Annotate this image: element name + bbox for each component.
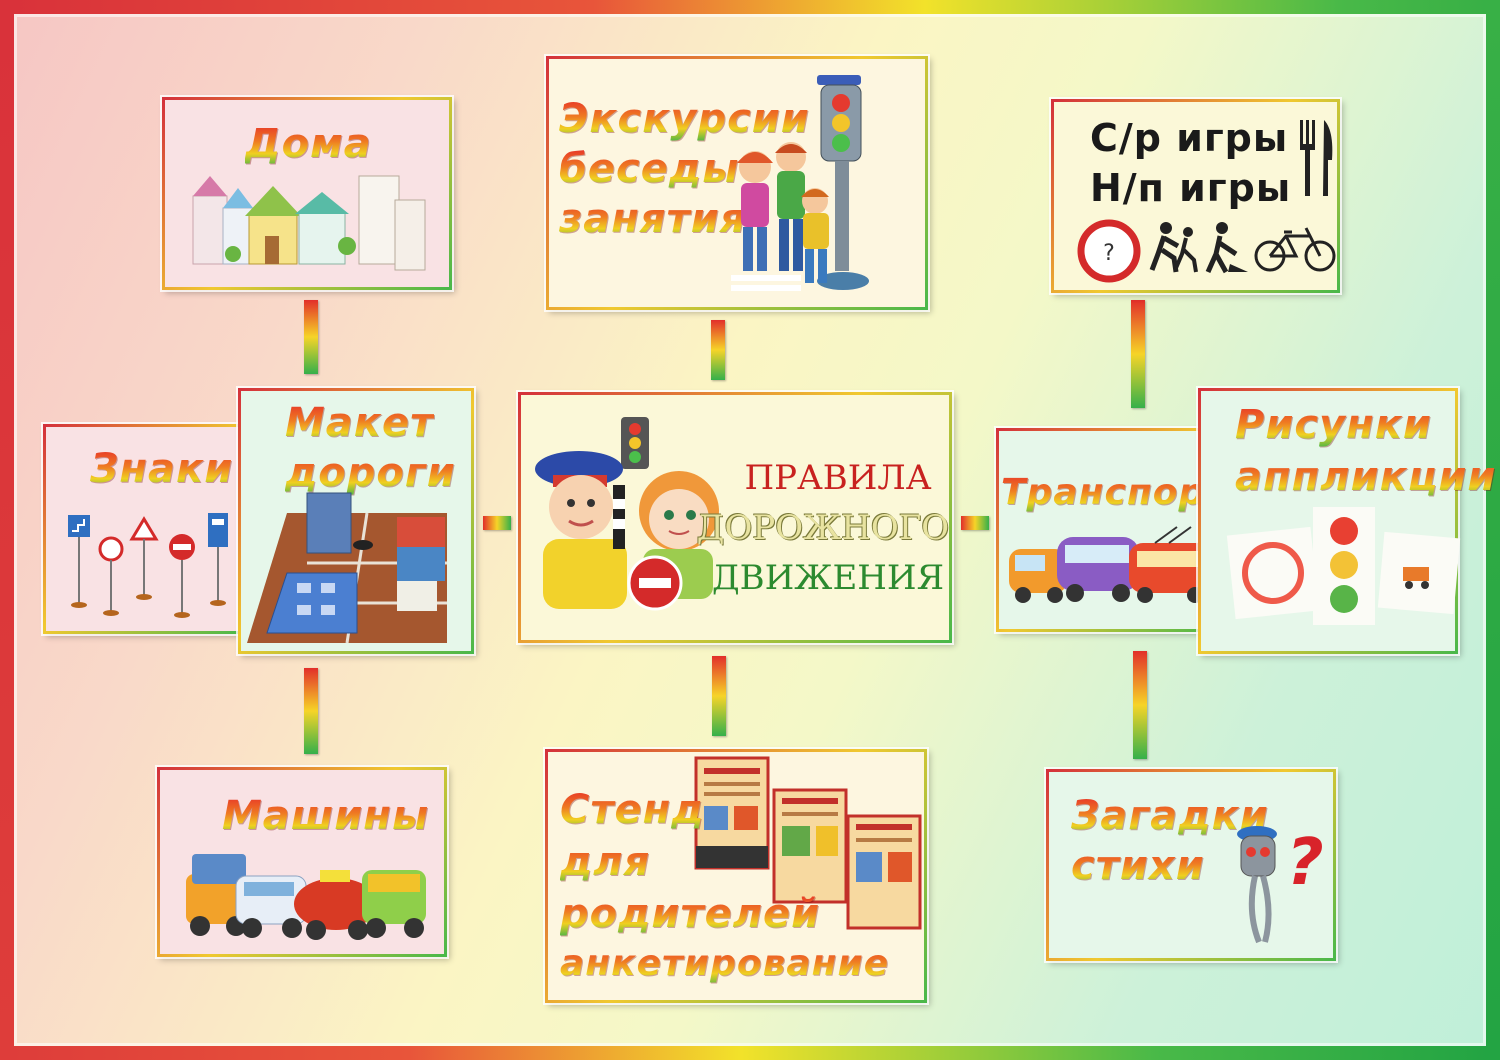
zagadki-label-2: стихи <box>1071 843 1205 889</box>
stend-label-1: Стенд <box>560 787 705 833</box>
connector-mashiny <box>304 668 318 754</box>
stend-label-4: анкетирование <box>560 940 889 988</box>
stend-label-2: для <box>560 839 651 885</box>
excursions-label-3: занятия <box>559 196 747 242</box>
children-traffic-light-illustration <box>731 75 869 291</box>
poster-inner-frame <box>14 14 1486 1046</box>
connector-excursions <box>711 320 725 380</box>
center-title-line-3: ДВИЖЕНИЯ <box>711 558 945 598</box>
center-title-line-1: ПРАВИЛА <box>744 458 932 498</box>
doma-label: Дома <box>245 121 372 167</box>
road-works-sign-icon <box>1205 222 1248 274</box>
stend-label-3: родителей <box>560 891 821 937</box>
excursions-label-1: Экскурсии <box>559 96 810 142</box>
box-znaki: Знаки <box>43 424 243 634</box>
connector-doma <box>304 300 318 374</box>
box-doma: Дома <box>162 97 452 290</box>
connector-games <box>1131 300 1145 408</box>
center-title-line-2: ДОРОЖНОГО <box>696 508 950 548</box>
box-risunki: Рисунки аппликции <box>1198 388 1495 654</box>
excursions-label-2: беседы <box>559 146 740 192</box>
transport-label: Транспорт <box>1001 469 1227 517</box>
connector-transport <box>961 516 989 530</box>
games-label-2: Н/п игры <box>1090 166 1292 210</box>
road-signs-illustration <box>68 513 228 618</box>
games-label-1: С/р игры <box>1090 116 1289 160</box>
connector-zagadki <box>1133 651 1147 759</box>
question-traffic-light-illustration: ? <box>1237 826 1324 944</box>
risunki-label-1: Рисунки <box>1235 402 1432 448</box>
maket-label-2: дороги <box>285 450 456 496</box>
box-maket: Макет дороги <box>238 388 474 654</box>
parent-stand-leaflets <box>694 756 922 930</box>
box-zagadki: Загадки стихи ? <box>1046 769 1336 961</box>
box-center: ПРАВИЛА ДОРОЖНОГО ДВИЖЕНИЯ <box>518 392 952 643</box>
running-children-sign-icon <box>1149 222 1198 273</box>
box-excursions: Экскурсии беседы занятия <box>546 56 928 310</box>
svg-text:?: ? <box>1286 826 1323 900</box>
houses-illustration <box>192 175 426 271</box>
risunki-label-2: аппликции <box>1235 454 1497 500</box>
box-transport: Транспорт <box>996 428 1226 632</box>
connector-stend <box>712 656 726 736</box>
znaki-label: Знаки <box>90 446 234 492</box>
zagadki-label-1: Загадки <box>1071 793 1269 839</box>
road-model-photo <box>247 492 447 644</box>
svg-text:?: ? <box>1103 241 1115 266</box>
mashiny-label: Машины <box>222 793 430 839</box>
box-stend: Стенд для родителей анкетирование <box>545 749 927 1003</box>
no-entry-sign-icon: ? <box>1077 219 1141 283</box>
bicycle-icon <box>1254 227 1336 272</box>
box-mashiny: Машины <box>157 767 447 957</box>
traffic-light-drawings <box>1226 507 1461 625</box>
maket-label-1: Макет <box>285 400 435 446</box>
police-child-illustration <box>535 417 719 611</box>
fork-knife-icon <box>1300 120 1333 196</box>
connector-maket <box>483 516 511 530</box>
cars-illustration <box>186 854 426 940</box>
box-games: С/р игры Н/п игры ? <box>1051 99 1340 293</box>
transport-illustration <box>1009 526 1213 603</box>
